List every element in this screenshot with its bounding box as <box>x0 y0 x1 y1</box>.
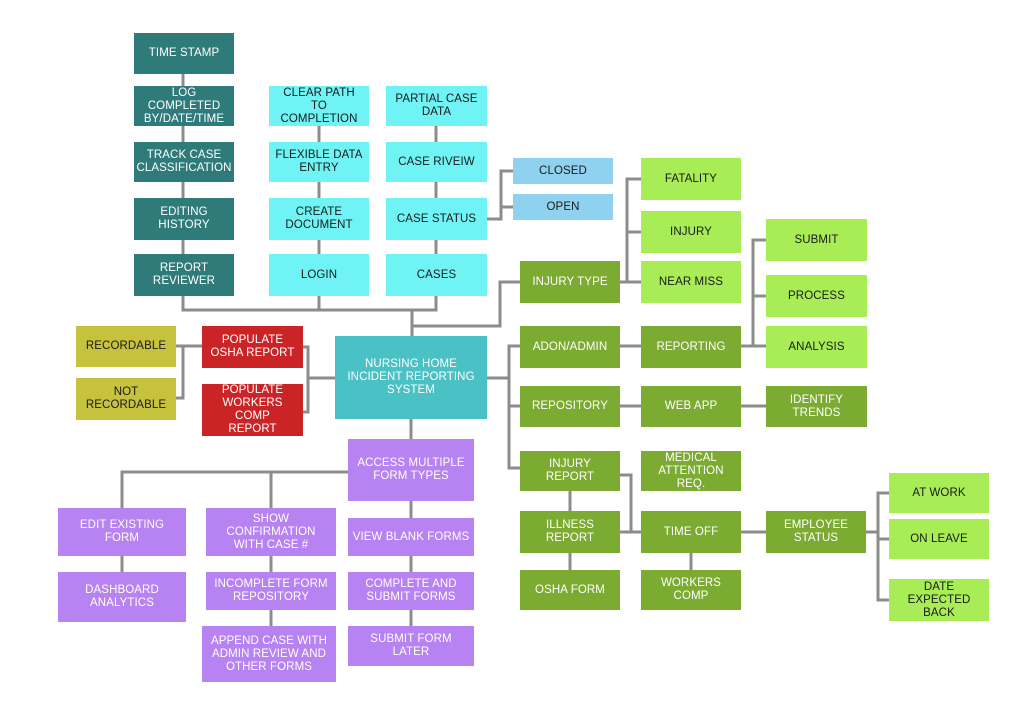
node-injury: INJURY <box>641 211 741 253</box>
node-case-status: CASE STATUS <box>386 198 487 240</box>
node-fatality: FATALITY <box>641 158 741 200</box>
node-web-app: WEB APP <box>641 386 741 427</box>
node-workers-comp: WORKERS COMP <box>641 570 741 610</box>
node-on-leave: ON LEAVE <box>889 519 989 559</box>
node-track-case: TRACK CASE CLASSIFICATION <box>134 142 234 182</box>
node-edit-existing-form: EDIT EXISTING FORM <box>58 508 186 556</box>
node-cases: CASES <box>386 254 487 296</box>
node-incomplete-form-repository: INCOMPLETE FORM REPOSITORY <box>206 572 336 610</box>
node-login: LOGIN <box>269 254 369 296</box>
node-injury-type: INJURY TYPE <box>520 261 620 303</box>
node-submit-form-later: SUBMIT FORM LATER <box>348 626 474 666</box>
node-injury-report: INJURY REPORT <box>520 451 620 491</box>
node-at-work: AT WORK <box>889 473 989 513</box>
node-osha-form: OSHA FORM <box>520 570 620 610</box>
node-adon-admin: ADON/ADMIN <box>520 326 620 368</box>
node-process: PROCESS <box>766 275 867 317</box>
node-editing-history: EDITING HISTORY <box>134 198 234 240</box>
node-medical-attention: MEDICAL ATTENTION REQ. <box>641 451 741 491</box>
node-recordable: RECORDABLE <box>76 326 176 367</box>
node-not-recordable: NOT RECORDABLE <box>76 378 176 420</box>
node-closed: CLOSED <box>513 158 613 184</box>
node-access-multiple-forms: ACCESS MULTIPLE FORM TYPES <box>348 439 474 501</box>
node-flexible-data-entry: FLEXIBLE DATA ENTRY <box>269 142 369 182</box>
node-reporting: REPORTING <box>641 326 741 368</box>
node-report-reviewer: REPORT REVIEWER <box>134 254 234 296</box>
node-show-confirmation: SHOW CONFIRMATION WITH CASE # <box>206 508 336 556</box>
node-date-expected-back: DATE EXPECTED BACK <box>889 579 989 621</box>
node-near-miss: NEAR MISS <box>641 261 741 303</box>
node-dashboard-analytics: DASHBOARD ANALYTICS <box>58 572 186 622</box>
node-populate-osha-report: POPULATE OSHA REPORT <box>202 326 303 368</box>
node-log-completed: LOG COMPLETED BY/DATE/TIME <box>134 86 234 126</box>
node-time-stamp: TIME STAMP <box>134 33 234 74</box>
node-identify-trends: IDENTIFY TRENDS <box>766 386 867 427</box>
node-complete-submit-forms: COMPLETE AND SUBMIT FORMS <box>348 572 474 610</box>
node-populate-workers-comp: POPULATE WORKERS COMP REPORT <box>202 384 303 436</box>
node-create-document: CREATE DOCUMENT <box>269 198 369 240</box>
node-clear-path: CLEAR PATH TO COMPLETION <box>269 86 369 126</box>
node-time-off: TIME OFF <box>641 511 741 553</box>
node-analysis: ANALYSIS <box>766 326 867 368</box>
node-illness-report: ILLNESS REPORT <box>520 511 620 553</box>
node-append-case: APPEND CASE WITH ADMIN REVIEW AND OTHER … <box>202 626 336 682</box>
node-submit: SUBMIT <box>766 219 867 261</box>
node-case-review: CASE RIVEIW <box>386 142 487 182</box>
node-employee-status: EMPLOYEE STATUS <box>766 511 866 553</box>
center-node-system: NURSING HOME INCIDENT REPORTING SYSTEM <box>335 336 487 419</box>
node-repository: REPOSITORY <box>520 386 620 427</box>
node-open: OPEN <box>513 194 613 220</box>
node-view-blank-forms: VIEW BLANK FORMS <box>348 518 474 556</box>
node-partial-case-data: PARTIAL CASE DATA <box>386 86 487 126</box>
